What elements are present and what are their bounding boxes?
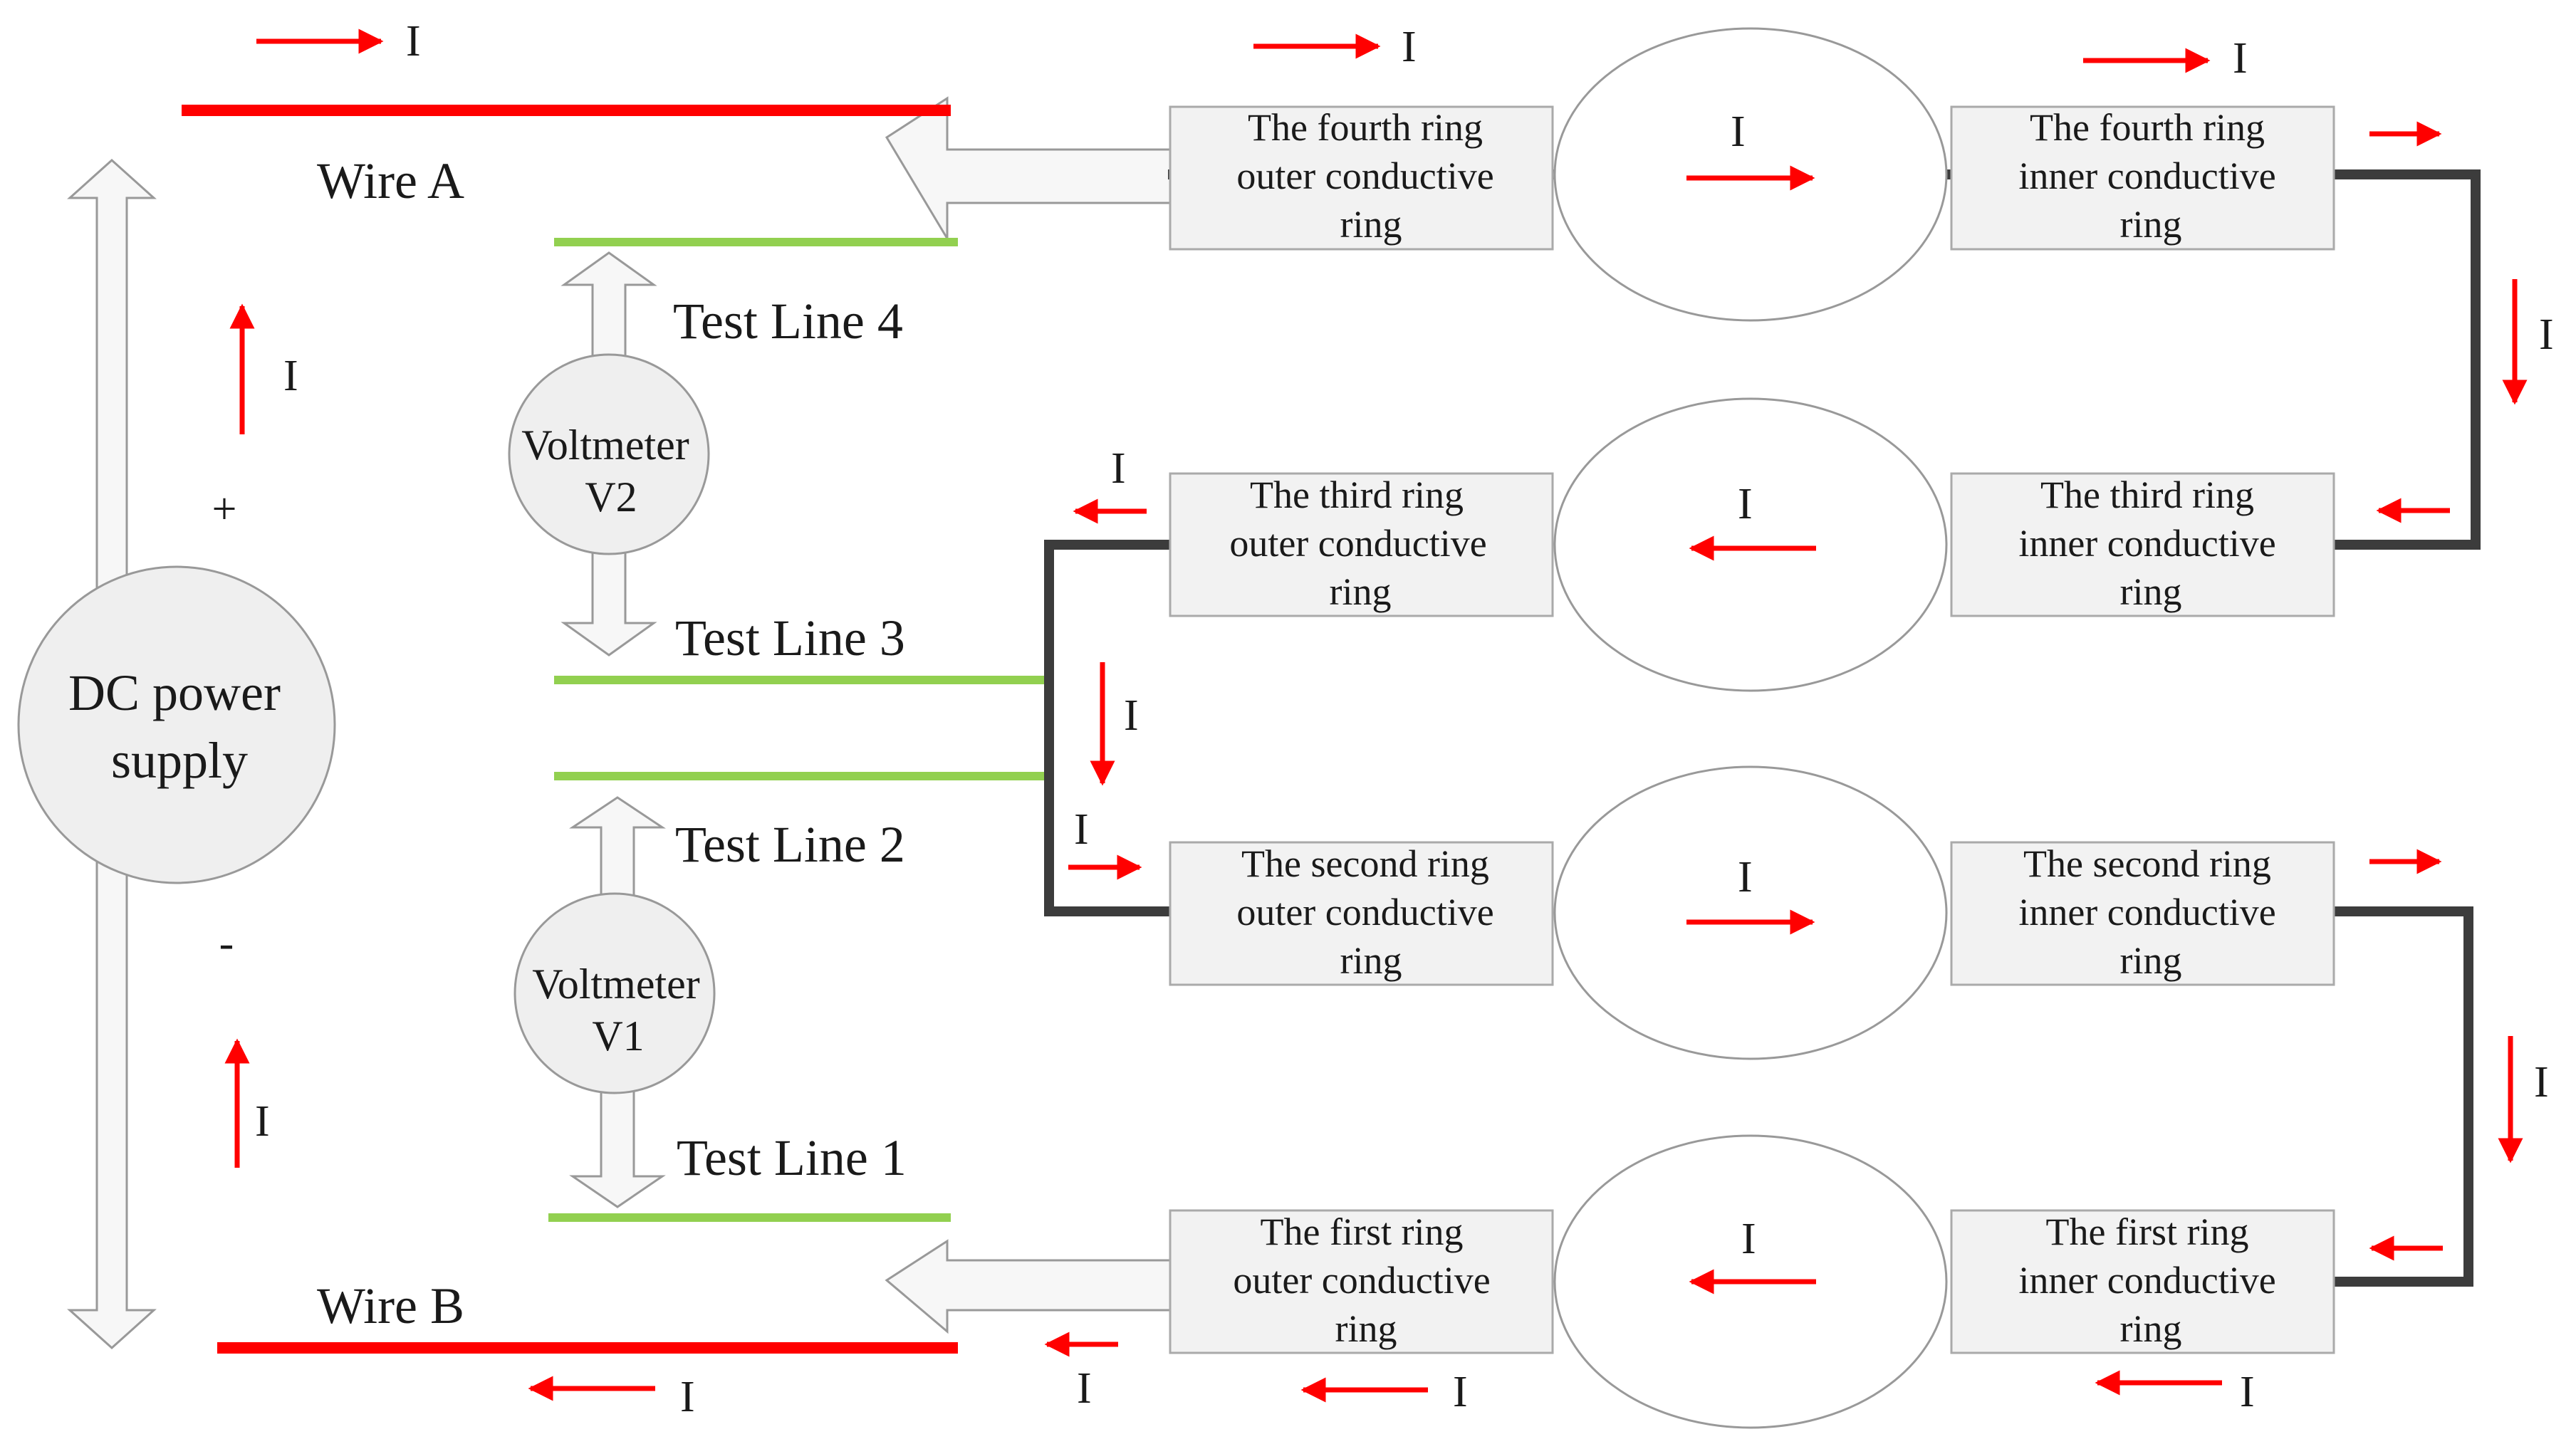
first-ring-outer-box	[1169, 1209, 1554, 1354]
second-ring-outer-box	[1169, 841, 1554, 986]
second-inner-l1: The second ring	[2023, 842, 2271, 885]
current-label-second-outer: I	[1074, 805, 1089, 854]
current-label-top-left: I	[406, 17, 421, 66]
fourth-outer-l2: outer conductive	[1236, 155, 1493, 197]
fourth-ring-inner-box	[1950, 105, 2335, 251]
current-label-top-right: I	[2233, 34, 2248, 83]
minus-sign: -	[219, 919, 234, 968]
current-label-ring3: I	[1738, 480, 1753, 528]
test-line-4-label: Test Line 4	[673, 293, 903, 350]
test-line-1-label: Test Line 1	[677, 1129, 907, 1186]
voltmeter-v1-label-1: Voltmeter	[532, 961, 700, 1008]
second-inner-l2: inner conductive	[2018, 891, 2275, 933]
current-label-mid: I	[1124, 691, 1139, 740]
current-label-right-2: I	[2534, 1058, 2549, 1107]
fourth-ring-outer-box	[1169, 105, 1554, 251]
second-outer-l2: outer conductive	[1236, 891, 1493, 933]
third-ring-ellipse	[1553, 397, 1948, 692]
power-label-2: supply	[111, 732, 248, 789]
wire-b-return-arrow	[885, 1239, 1173, 1334]
fourth-inner-l3: ring	[2120, 203, 2182, 246]
second-inner-l3: ring	[2120, 939, 2182, 982]
second-ring-ellipse	[1553, 765, 1948, 1060]
third-outer-l2: outer conductive	[1229, 522, 1486, 565]
current-label-ring2: I	[1738, 853, 1753, 901]
current-label-ring4: I	[1731, 108, 1746, 156]
current-label-wire-b-end: I	[1077, 1364, 1092, 1413]
power-label-1: DC power	[68, 664, 281, 721]
dc-power-supply	[17, 565, 336, 884]
fourth-outer-l1: The fourth ring	[1248, 106, 1483, 149]
first-inner-l2: inner conductive	[2018, 1259, 2275, 1302]
fourth-inner-l2: inner conductive	[2018, 155, 2275, 197]
third-inner-l3: ring	[2120, 570, 2182, 613]
current-label-bottom-left: I	[680, 1373, 695, 1421]
current-label-bottom-mid: I	[1453, 1368, 1468, 1416]
fourth-ring-ellipse	[1553, 27, 1948, 322]
current-label-top-mid: I	[1402, 23, 1417, 71]
jumper-second-first	[2332, 906, 2473, 1287]
third-outer-l3: ring	[1330, 570, 1392, 613]
current-label-bottom-right: I	[2240, 1368, 2255, 1416]
test-line-2-label: Test Line 2	[675, 816, 905, 873]
test-line-3-label: Test Line 3	[675, 610, 905, 666]
third-ring-outer-box	[1169, 472, 1554, 617]
current-label-right-1: I	[2539, 310, 2554, 359]
third-outer-l1: The third ring	[1250, 474, 1464, 516]
current-label-ring1: I	[1741, 1215, 1756, 1263]
fourth-inner-l1: The fourth ring	[2030, 106, 2265, 149]
voltmeter-v1-label-2: V1	[592, 1013, 644, 1060]
wire-a-label: Wire A	[317, 152, 464, 209]
first-outer-l3: ring	[1335, 1307, 1397, 1350]
current-label-left-2: I	[255, 1097, 270, 1146]
wire-b-label: Wire B	[317, 1277, 464, 1334]
voltmeter-v1	[513, 892, 716, 1094]
current-label-third-outer: I	[1111, 444, 1126, 493]
second-outer-l3: ring	[1340, 939, 1402, 982]
fourth-outer-l3: ring	[1340, 203, 1402, 246]
wire-a-return-arrow	[885, 96, 1173, 243]
first-ring-inner-box	[1950, 1209, 2335, 1354]
first-inner-l1: The first ring	[2046, 1210, 2249, 1253]
plus-sign: +	[212, 485, 237, 533]
voltmeter-v2	[508, 353, 710, 555]
second-outer-l1: The second ring	[1241, 842, 1489, 885]
third-inner-l1: The third ring	[2040, 474, 2254, 516]
voltmeter-v2-label-1: Voltmeter	[521, 422, 689, 469]
voltmeter-v2-label-2: V2	[585, 474, 637, 521]
current-label-left-1: I	[283, 352, 298, 400]
second-ring-inner-box	[1950, 841, 2335, 986]
jumper-third-second	[1044, 540, 1172, 916]
third-ring-inner-box	[1950, 472, 2335, 617]
third-inner-l2: inner conductive	[2018, 522, 2275, 565]
first-outer-l1: The first ring	[1261, 1210, 1464, 1253]
first-outer-l2: outer conductive	[1233, 1259, 1490, 1302]
first-inner-l3: ring	[2120, 1307, 2182, 1350]
